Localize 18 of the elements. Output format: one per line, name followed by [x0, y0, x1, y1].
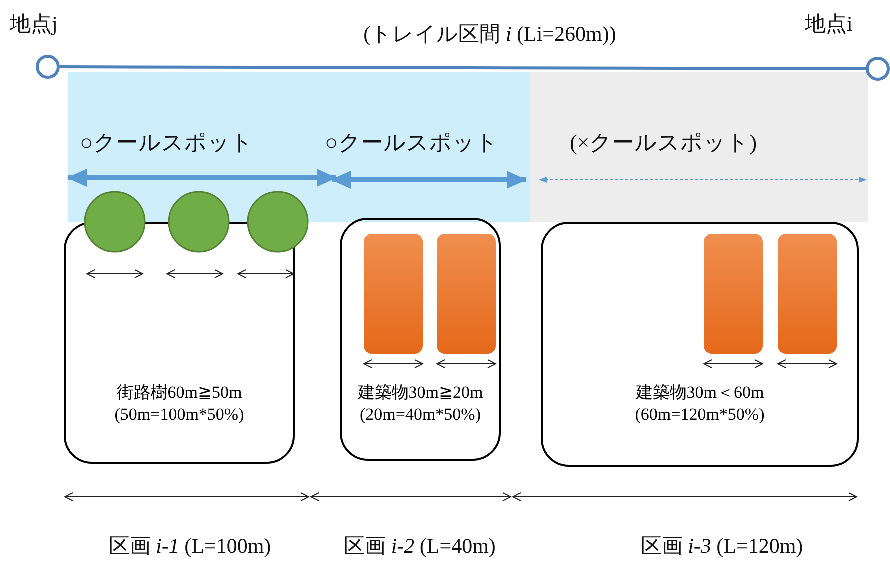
- connector-line: [60, 66, 866, 70]
- box-text: 街路樹60m≧50m: [116, 383, 242, 402]
- box-text: 建築物30m＜60m: [636, 383, 764, 402]
- section-label: 区画 i-2 (L=40m): [344, 533, 496, 560]
- box-text: 建築物30m≧20m: [358, 383, 484, 402]
- zone-label: (×クールスポット): [570, 129, 758, 157]
- section-box: [541, 222, 859, 467]
- zone-label: ○クールスポット: [325, 129, 498, 157]
- point-label: 地点j: [10, 11, 58, 38]
- point-label: 地点i: [805, 11, 853, 38]
- box-text: (50m=100m*50%): [114, 405, 244, 424]
- section-label: 区画 i-3 (L=120m): [640, 533, 804, 560]
- zone-label: ○クールスポット: [80, 129, 254, 157]
- box-text: (20m=40m*50%): [360, 405, 482, 424]
- endpoint-circle: [36, 55, 60, 79]
- section-label: 区画 i-1 (L=100m): [108, 533, 272, 560]
- box-text: (60m=120m*50%): [635, 405, 765, 424]
- endpoint-circle: [866, 57, 890, 81]
